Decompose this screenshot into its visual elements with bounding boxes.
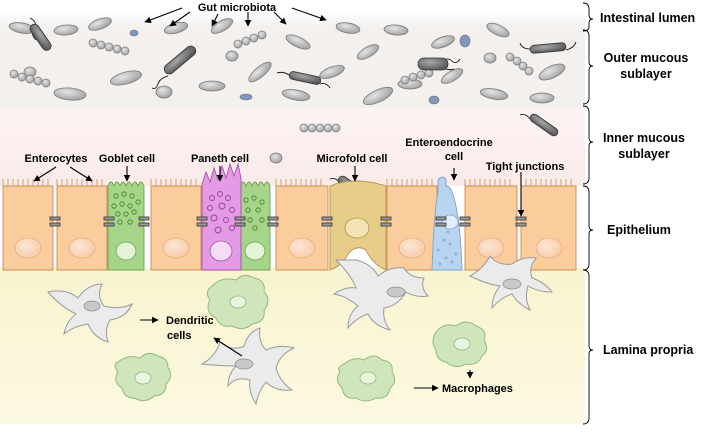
gut-microbiota-group xyxy=(8,17,577,216)
label-dendritic-line1: Dendritic xyxy=(166,315,214,327)
inner-mucous-layer xyxy=(0,108,585,186)
label-microfold-cell: Microfold cell xyxy=(317,153,388,165)
label-enterocytes: Enterocytes xyxy=(25,153,88,165)
goblet-cells xyxy=(107,181,271,271)
layer-intestinal-lumen: Intestinal lumen xyxy=(600,11,695,25)
annotation-arrows xyxy=(33,7,525,392)
layer-outer-mucous-line2: sublayer xyxy=(620,67,672,81)
layer-brackets xyxy=(582,2,594,425)
label-paneth-cell: Paneth cell xyxy=(191,153,249,165)
label-tight-junctions: Tight junctions xyxy=(486,161,565,173)
label-goblet-cell: Goblet cell xyxy=(99,153,155,165)
layer-inner-mucous-line1: Inner mucous xyxy=(603,131,685,145)
layer-epithelium: Epithelium xyxy=(607,223,671,237)
layer-lamina-propria: Lamina propria xyxy=(603,343,694,357)
label-macrophages: Macrophages xyxy=(442,383,513,395)
label-dendritic-line2: cells xyxy=(167,330,191,342)
microfold-cell xyxy=(329,180,387,271)
epithelium-layer xyxy=(2,162,577,271)
tight-junctions xyxy=(49,216,527,227)
label-enteroendocrine-line1: Enteroendocrine xyxy=(405,137,492,149)
label-enteroendocrine-line2: cell xyxy=(445,151,463,163)
label-gut-microbiota: Gut microbiota xyxy=(198,2,277,14)
paneth-cell xyxy=(201,162,242,271)
layer-outer-mucous-line1: Outer mucous xyxy=(604,51,689,65)
layer-inner-mucous-line2: sublayer xyxy=(618,147,670,161)
